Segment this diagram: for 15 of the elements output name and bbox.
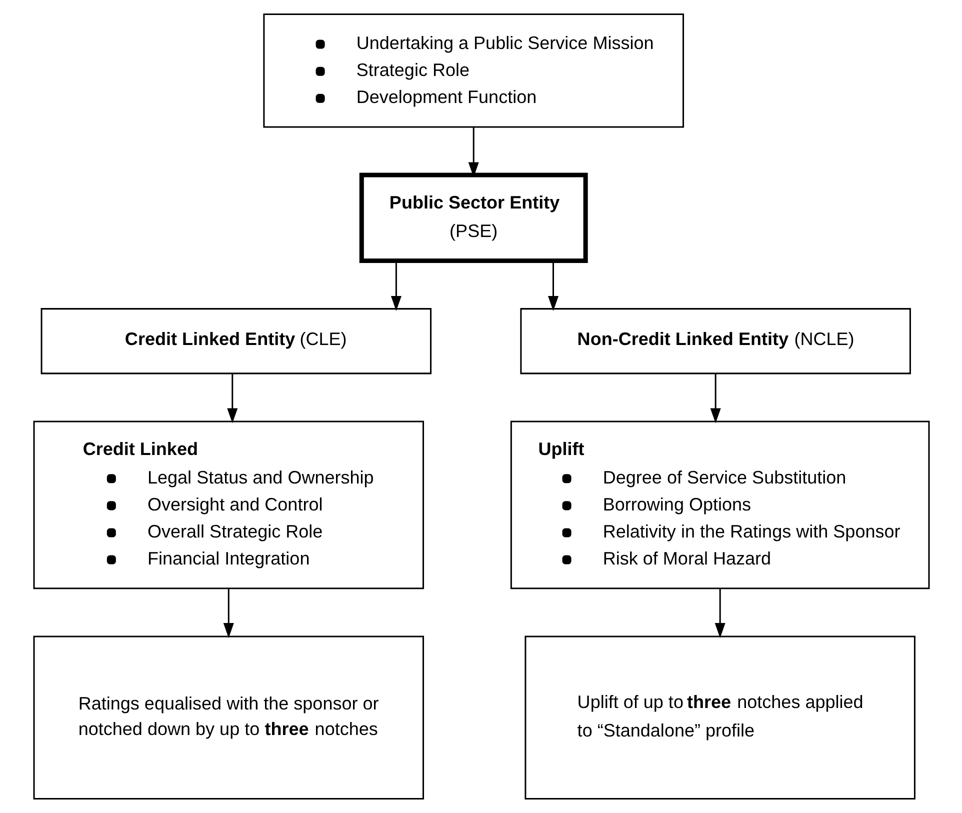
- node-box: Uplift of up to three notches applied to “Standalone” profile: [524, 636, 915, 800]
- node-box: Credit Linked Entity (CLE): [40, 308, 432, 374]
- arrow: [714, 588, 725, 638]
- arrow: [222, 588, 234, 638]
- arrow: [226, 373, 238, 424]
- arrow: [548, 261, 558, 312]
- node-box: Public Sector Entity (PSE): [358, 172, 588, 263]
- arrow: [468, 127, 478, 178]
- node-box: Non-Credit Linked Entity (NCLE): [520, 308, 910, 374]
- arrow: [710, 373, 720, 424]
- node-box: Undertaking a Public Service Mission Strategic Role Development Function: [262, 14, 684, 128]
- arrow: [390, 261, 401, 312]
- node-box: Ratings equalised with the sponsor or notched down by up to three notches: [32, 636, 424, 800]
- node-box: Credit Linked Legal Status and Ownership Oversight and Control Overall Strategic Role Financial Integration: [32, 420, 424, 590]
- node-box: Uplift Degree of Service Substitution Borrowing Options Relativity in the Ratings with Sponsor Risk of Moral Hazard: [510, 420, 930, 590]
